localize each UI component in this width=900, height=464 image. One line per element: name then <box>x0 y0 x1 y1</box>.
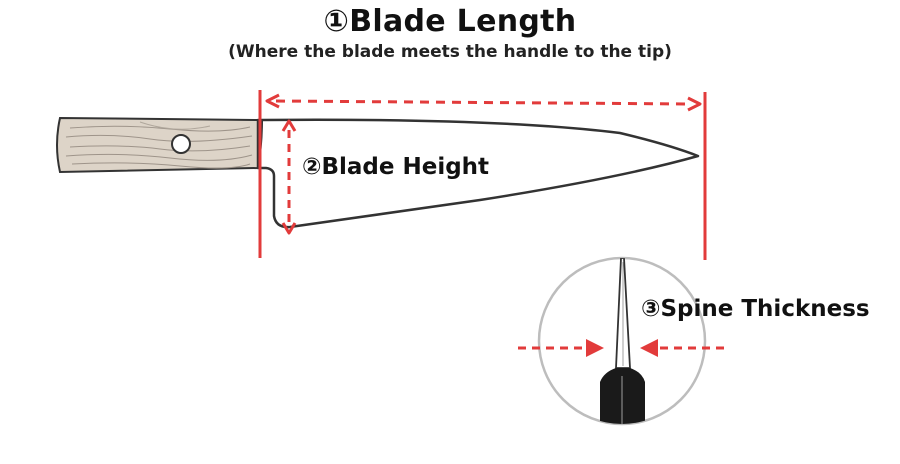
blade-length-measure <box>258 90 707 260</box>
spine-thickness-label: ③Spine Thickness <box>641 296 870 322</box>
arrow-right-icon <box>586 339 604 357</box>
knife-handle <box>56 116 259 174</box>
arrow-down-icon <box>281 222 297 235</box>
blade-length-title: ①Blade Length <box>323 4 577 39</box>
blade-height-measure <box>281 119 297 235</box>
arrow-left-icon <box>640 339 658 357</box>
blade-length-subtitle: (Where the blade meets the handle to the… <box>228 42 672 62</box>
arrow-up-icon <box>281 119 297 132</box>
arrow-left-icon <box>265 93 280 109</box>
spine-magnifier <box>518 256 726 426</box>
blade-height-label: ②Blade Height <box>302 154 490 180</box>
arrow-right-icon <box>687 96 702 112</box>
rivet-hole <box>171 134 191 154</box>
